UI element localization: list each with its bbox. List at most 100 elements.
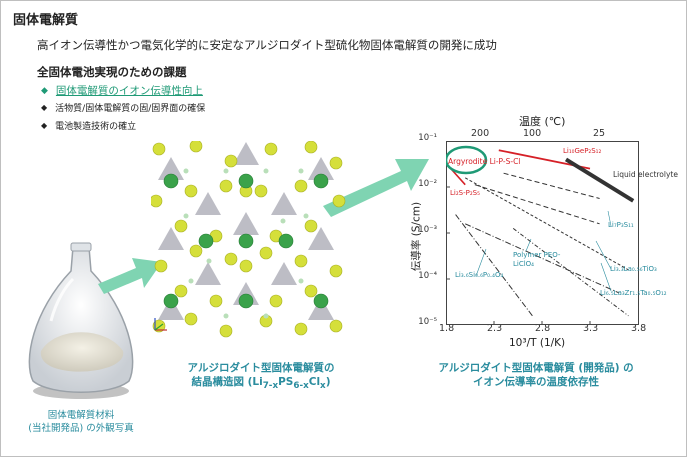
challenge-item-label: 固体電解質のイオン伝導性向上 (55, 85, 203, 97)
sulfur-atom (329, 319, 343, 333)
chlorine-atom (163, 293, 179, 309)
sulfur-atom (294, 322, 308, 336)
arrow-right-icon (98, 258, 162, 294)
formula-sub: 6-x (293, 381, 309, 392)
lithium-atom (206, 258, 212, 264)
series-line (564, 157, 635, 203)
sulfur-atom (189, 141, 203, 153)
sulfur-atom (294, 254, 308, 268)
x-tick-label: 3.8 (631, 323, 647, 334)
lithium-atom (303, 213, 309, 219)
sulfur-atom (254, 184, 268, 198)
crystal-structure-diagram (151, 141, 346, 338)
series-line (474, 184, 600, 225)
sulfur-atom (304, 219, 318, 233)
chart-caption-line-1: アルジロダイト型固体電解質 (開発品) の (438, 362, 634, 374)
page-title: 固体電解質 (13, 13, 79, 28)
lithium-atom (223, 313, 229, 319)
photo-caption: 固体電解質材料 (当社開発品) の外観写真 (6, 409, 156, 435)
axes-icon (154, 318, 167, 331)
challenges-heading: 全固体電池実現のための課題 (37, 65, 187, 79)
series-label-li2s-p2s5: Li₂S-P₂S₅ (450, 189, 480, 197)
chart-caption: アルジロダイト型固体電解質 (開発品) の イオン伝導率の温度依存性 (416, 361, 656, 389)
challenge-item-label: 活物質/固体電解質の固/固界面の確保 (55, 104, 206, 114)
top-tick-label: 25 (593, 128, 606, 139)
top-tick-label: 200 (471, 128, 490, 139)
crystal-caption-line-2: 結晶構造図 (Li7-xPS6-xClx) (161, 375, 361, 393)
chart-caption-line-2: イオン伝導率の温度依存性 (473, 376, 599, 388)
diamond-bullet-icon: ◆ (41, 121, 48, 130)
sulfur-atom (304, 141, 318, 154)
chlorine-atom (238, 233, 254, 249)
lithium-atom (263, 313, 269, 319)
series-line (464, 223, 620, 294)
y-tick-label: 10⁻⁵ (418, 317, 437, 327)
sulfur-atom (154, 259, 168, 273)
argyrodite-highlight-ring (446, 145, 488, 175)
sulfur-atom (269, 294, 283, 308)
sulfur-atom (304, 284, 318, 298)
sulfur-atom (219, 179, 233, 193)
tetrahedron-shape (308, 157, 334, 180)
series-label-argyrodite: Argyrodite Li-P-S-Cl (448, 157, 520, 166)
arrow-right-icon (323, 159, 429, 217)
formula-prefix: 結晶構造図 (Li (191, 376, 263, 388)
top-tick-label: 100 (523, 128, 542, 139)
series-line (503, 172, 600, 199)
sulfur-atom (264, 142, 278, 156)
series-label-llzto: Li₆.₅La₃Zr₁.₅Ta₀.₅O₁₂ (600, 289, 667, 297)
x-tick-label: 2.3 (487, 323, 503, 334)
formula-part: Cl (308, 376, 321, 388)
label-leader-line (595, 240, 612, 270)
diamond-bullet-icon: ◆ (41, 85, 48, 96)
chlorine-atom (238, 293, 254, 309)
sulfur-atom (224, 252, 238, 266)
lithium-atom (183, 168, 189, 174)
sulfur-atom (184, 312, 198, 326)
formula-sub: x (320, 381, 326, 392)
page-subtitle: 高イオン伝導性かつ電気化学的に安定なアルジロダイト型硫化物固体電解質の開発に成功 (37, 38, 497, 52)
challenge-item-1[interactable]: ◆ 固体電解質のイオン伝導性向上 (41, 83, 203, 98)
sulfur-atom (184, 184, 198, 198)
sulfur-atom (219, 324, 233, 338)
x-tick-label: 1.8 (439, 323, 455, 334)
formula-part: PS (278, 376, 294, 388)
challenge-item-2: ◆ 活物質/固体電解質の固/固界面の確保 (41, 101, 205, 114)
crystal-caption: アルジロダイト型固体電解質の 結晶構造図 (Li7-xPS6-xClx) (161, 361, 361, 393)
y-tick-label: 10⁻⁴ (418, 271, 437, 281)
lithium-atom (188, 278, 194, 284)
sulfur-atom (209, 294, 223, 308)
conductivity-chart (446, 141, 639, 325)
chlorine-atom (313, 173, 329, 189)
chlorine-atom (313, 293, 329, 309)
chlorine-atom (278, 233, 294, 249)
chlorine-atom (198, 233, 214, 249)
sulfur-atom (224, 154, 238, 168)
series-label-polymer: Polymer PEO-LiClO₄ (513, 251, 561, 268)
label-leader-line (525, 238, 532, 252)
crystal-caption-line-1: アルジロダイト型固体電解質の (187, 362, 335, 374)
series-label-text: Argyrodite Li-P-S-Cl (448, 157, 521, 166)
series-line (512, 228, 629, 317)
lithium-atom (263, 168, 269, 174)
x-tick-label: 3.3 (583, 323, 599, 334)
y-tick-label: 10⁻² (418, 179, 437, 189)
lithium-atom (298, 278, 304, 284)
chart-x-axis-label: 10³/T (1/K) (509, 337, 566, 349)
series-label-liquid: Liquid electrolyte (613, 170, 678, 179)
lithium-atom (280, 218, 286, 224)
electrolyte-powder-photo (28, 242, 134, 399)
lithium-atom (298, 168, 304, 174)
tetrahedron-shape (158, 227, 184, 250)
sulfur-atom (294, 179, 308, 193)
chart-plot-area (446, 141, 639, 325)
formula-suffix: ) (325, 376, 331, 388)
lithium-atom (223, 168, 229, 174)
label-leader-line (475, 248, 487, 277)
diamond-bullet-icon: ◆ (41, 103, 48, 112)
chart-top-axis-label: 温度 (℃) (519, 115, 566, 128)
tetrahedron-shape (233, 142, 259, 165)
sulfur-atom (152, 142, 166, 156)
series-label-lisipo: Li₃.₆Si₀.₆P₀.₄O₄ (455, 271, 504, 279)
sulfur-atom (151, 194, 163, 208)
